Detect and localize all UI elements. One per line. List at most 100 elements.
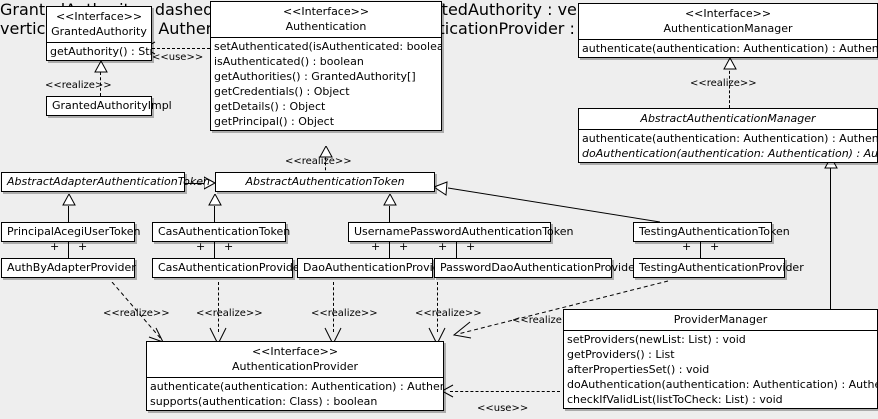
class-header-abstract-adapter-authentication-token: AbstractAdapterAuthenticationToken xyxy=(2,173,210,191)
class-box-cas-authentication-token[interactable]: CasAuthenticationToken xyxy=(152,222,291,242)
use-label-grantedauthority: <<use>> xyxy=(152,52,204,63)
class-box-authentication-manager[interactable]: <<Interface>> AuthenticationManager auth… xyxy=(578,3,878,58)
class-box-testing-authentication-token[interactable]: TestingAuthenticationToken xyxy=(633,222,790,242)
class-header-granted-authority-impl: GrantedAuthorityImpl xyxy=(47,97,172,115)
generalization-triangle-grantedauthority xyxy=(94,61,108,73)
class-member: authenticate(authentication: Authenticat… xyxy=(150,380,443,393)
generalization-triangle-abstract-authentication-token-left xyxy=(204,176,216,190)
realize-label-auth-by-adapter-provider: <<realize>> xyxy=(103,308,170,319)
class-name-authentication-manager: AuthenticationManager xyxy=(663,22,793,35)
class-members-authentication: setAuthenticated(isAuthenticated: boolea… xyxy=(211,37,441,130)
class-box-cas-authentication-provider[interactable]: CasAuthenticationProvider xyxy=(152,258,305,278)
association-visibility-marker: + xyxy=(196,240,206,253)
generalization-link-username-password-token xyxy=(389,206,390,222)
association-visibility-marker: + xyxy=(466,240,476,253)
class-name-password-dao-authentication-provider: PasswordDaoAuthenticationProvider xyxy=(440,261,640,274)
class-header-authentication-provider: <<Interface>> AuthenticationProvider xyxy=(147,342,443,377)
realize-link-dao-authentication-provider xyxy=(333,282,334,332)
class-member: getDetails() : Object xyxy=(214,100,326,113)
class-name-granted-authority: GrantedAuthority xyxy=(51,25,147,38)
class-name-abstract-adapter-authentication-token: AbstractAdapterAuthenticationToken xyxy=(7,175,210,188)
class-name-dao-authentication-provider: DaoAuthenticationProvider xyxy=(303,261,451,274)
class-member: afterPropertiesSet() : void xyxy=(567,363,710,376)
association-visibility-marker: + xyxy=(50,240,60,253)
generalization-link-abstract-adapter-token xyxy=(184,183,214,184)
class-header-abstract-authentication-manager: AbstractAuthenticationManager xyxy=(579,109,877,129)
class-header-authentication: <<Interface>> Authentication xyxy=(211,2,441,37)
class-name-testing-authentication-provider: TestingAuthenticationProvider xyxy=(639,261,804,274)
realize-link-cas-authentication-provider xyxy=(218,282,219,332)
class-box-authentication[interactable]: <<Interface>> Authentication setAuthenti… xyxy=(210,1,442,131)
association-visibility-marker: + xyxy=(682,240,692,253)
class-header-principal-acegi-user-token: PrincipalAcegiUserToken xyxy=(2,223,141,241)
class-member: setAuthenticated(isAuthenticated: boolea… xyxy=(214,40,441,53)
realize-link-testing-authentication-provider xyxy=(440,280,675,340)
realize-label-dao-authentication-provider: <<realize>> xyxy=(311,308,378,319)
class-name-username-password-authentication-token: UsernamePasswordAuthenticationToken xyxy=(354,225,574,238)
class-member: getProviders() : List xyxy=(567,348,675,361)
class-box-granted-authority[interactable]: <<Interface>> GrantedAuthority getAuthor… xyxy=(46,6,152,61)
class-member: getAuthorities() : GrantedAuthority[] xyxy=(214,70,416,83)
class-box-provider-manager[interactable]: ProviderManager setProviders(newList: Li… xyxy=(563,309,878,409)
class-member: checkIfValidList(listToCheck: List) : vo… xyxy=(567,393,783,406)
class-member: supports(authentication: Class) : boolea… xyxy=(150,395,378,408)
class-header-testing-authentication-token: TestingAuthenticationToken xyxy=(634,223,790,241)
class-header-authentication-manager: <<Interface>> AuthenticationManager xyxy=(579,4,877,39)
class-box-abstract-adapter-authentication-token[interactable]: AbstractAdapterAuthenticationToken xyxy=(1,172,210,192)
class-member: getPrincipal() : Object xyxy=(214,115,335,128)
class-header-dao-authentication-provider: DaoAuthenticationProvider xyxy=(298,259,451,277)
class-name-authentication-provider: AuthenticationProvider xyxy=(231,360,359,373)
realize-link-abstract-authentication-token xyxy=(325,148,326,175)
class-header-cas-authentication-token: CasAuthenticationToken xyxy=(153,223,291,241)
class-name-abstract-authentication-token: AbstractAuthenticationToken xyxy=(245,175,405,188)
class-name-testing-authentication-token: TestingAuthenticationToken xyxy=(639,225,790,238)
generalization-triangle-username-password-token xyxy=(383,194,397,206)
class-name-granted-authority-impl: GrantedAuthorityImpl xyxy=(52,99,172,112)
class-box-principal-acegi-user-token[interactable]: PrincipalAcegiUserToken xyxy=(1,222,141,242)
class-box-authentication-provider[interactable]: <<Interface>> AuthenticationProvider aut… xyxy=(146,341,444,411)
class-name-cas-authentication-provider: CasAuthenticationProvider xyxy=(158,261,305,274)
association-visibility-marker: + xyxy=(710,240,720,253)
association-visibility-marker: + xyxy=(78,240,88,253)
class-members-authentication-provider: authenticate(authentication: Authenticat… xyxy=(147,377,443,410)
stereotype-label: <<Interface>> xyxy=(282,5,370,18)
association-visibility-marker: + xyxy=(224,240,234,253)
class-box-abstract-authentication-manager[interactable]: AbstractAuthenticationManager authentica… xyxy=(578,108,878,163)
class-name-cas-authentication-token: CasAuthenticationToken xyxy=(158,225,291,238)
class-member: authenticate(authentication: Authenticat… xyxy=(582,132,877,145)
realize-label-testing-authentication-provider: <<realize>> xyxy=(512,315,579,326)
class-header-testing-authentication-provider: TestingAuthenticationProvider xyxy=(634,259,804,277)
realize-link-password-dao-authentication-provider xyxy=(437,282,438,332)
class-member: isAuthenticated() : boolean xyxy=(214,55,364,68)
generalization-link-provider-manager xyxy=(830,167,831,309)
realize-label-cas-authentication-provider: <<realize>> xyxy=(196,308,263,319)
use-link-provider-manager xyxy=(450,391,560,392)
class-box-dao-authentication-provider[interactable]: DaoAuthenticationProvider xyxy=(297,258,451,278)
class-box-auth-by-adapter-provider[interactable]: AuthByAdapterProvider xyxy=(1,258,136,278)
generalization-link-testing-authentication-token xyxy=(430,180,661,230)
class-box-password-dao-authentication-provider[interactable]: PasswordDaoAuthenticationProvider xyxy=(434,258,640,278)
class-box-testing-authentication-provider[interactable]: TestingAuthenticationProvider xyxy=(633,258,804,278)
stereotype-label: <<Interface>> xyxy=(684,7,772,20)
realize-label-abstract-authentication-manager: <<realize>> xyxy=(690,78,757,89)
class-member: setProviders(newList: List) : void xyxy=(567,333,746,346)
realize-link-grantedauthorityimpl xyxy=(100,72,101,96)
class-name-auth-by-adapter-provider: AuthByAdapterProvider xyxy=(7,261,136,274)
class-box-granted-authority-impl[interactable]: GrantedAuthorityImpl xyxy=(46,96,172,116)
generalization-link-cas-authentication-token xyxy=(214,206,215,222)
class-member: authenticate(authentication: Authenticat… xyxy=(582,42,877,55)
class-header-cas-authentication-provider: CasAuthenticationProvider xyxy=(153,259,305,277)
class-members-abstract-authentication-manager: authenticate(authentication: Authenticat… xyxy=(579,129,877,162)
class-header-password-dao-authentication-provider: PasswordDaoAuthenticationProvider xyxy=(435,259,640,277)
class-name-principal-acegi-user-token: PrincipalAcegiUserToken xyxy=(7,225,141,238)
class-header-granted-authority: <<Interface>> GrantedAuthority xyxy=(47,7,151,42)
generalization-triangle-authentication-manager xyxy=(723,58,737,70)
realize-link-abstract-authentication-manager xyxy=(729,66,730,108)
use-link-authentication-grantedauthority xyxy=(152,48,210,49)
class-box-abstract-authentication-token[interactable]: AbstractAuthenticationToken xyxy=(215,172,435,192)
association-link-cas-token-to-cas-provider xyxy=(214,240,215,258)
class-box-username-password-authentication-token[interactable]: UsernamePasswordAuthenticationToken xyxy=(348,222,574,242)
association-link-principal-acegi-to-auth-by-adapter xyxy=(68,240,69,258)
stereotype-label: <<Interface>> xyxy=(251,345,339,358)
